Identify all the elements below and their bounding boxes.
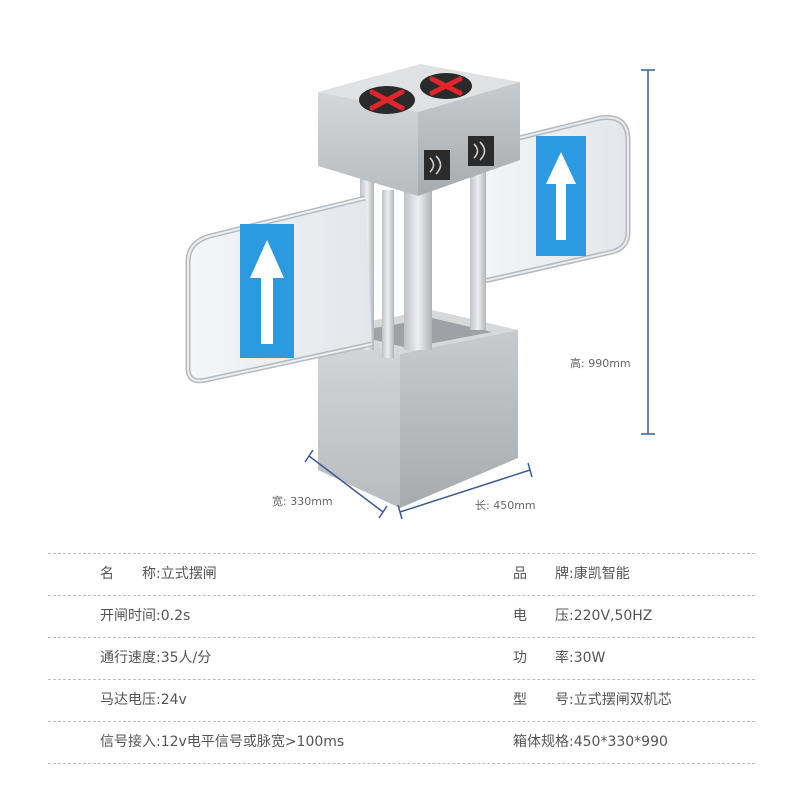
spec-label: 通行速度:	[100, 650, 161, 666]
up-arrow-icon	[250, 240, 284, 344]
length-label: 长: 450mm	[475, 499, 536, 512]
spec-value: 30W	[573, 650, 606, 666]
red-x-indicator-left	[359, 86, 415, 114]
turnstile-product-illustration: 高: 990mm 宽: 330mm 长: 450mm	[185, 64, 655, 520]
card-reader-icon	[468, 136, 494, 166]
spec-value: 24v	[160, 692, 187, 708]
spec-row: 信号接入:12v电平信号或脉宽>100ms 箱体规格:450*330*990	[48, 721, 755, 764]
card-reader-icon	[424, 150, 450, 180]
red-x-indicator-right	[420, 73, 472, 99]
spec-item-motor-voltage: 马达电压:24v	[100, 680, 187, 721]
width-label: 宽: 330mm	[272, 494, 333, 508]
spec-label: 功 率:	[513, 650, 574, 666]
spec-label: 名 称:	[100, 566, 161, 582]
spec-item-signal-input: 信号接入:12v电平信号或脉宽>100ms	[100, 722, 344, 763]
spec-label: 品 牌:	[513, 566, 574, 582]
height-dimension-line	[641, 69, 655, 435]
spec-label: 信号接入:	[100, 734, 161, 750]
spec-item-brand: 品 牌:康凯智能	[513, 554, 630, 595]
spec-item-model: 型 号:立式摆闸双机芯	[513, 680, 672, 721]
spec-value: 12v电平信号或脉宽>100ms	[160, 734, 345, 750]
spec-item-voltage: 电 压:220V,50HZ	[513, 596, 652, 637]
spec-label: 箱体规格:	[513, 734, 574, 750]
top-head-unit	[318, 64, 520, 196]
spec-row: 名 称:立式摆闸 品 牌:康凯智能	[48, 553, 755, 595]
spec-row: 马达电压:24v 型 号:立式摆闸双机芯	[48, 679, 755, 721]
spec-row: 通行速度:35人/分 功 率:30W	[48, 637, 755, 679]
spec-value: 康凯智能	[573, 566, 630, 582]
spec-value: 35人/分	[160, 650, 212, 666]
height-label: 高: 990mm	[570, 356, 631, 370]
spec-value: 220V,50HZ	[573, 608, 653, 624]
left-gate-wing	[185, 195, 373, 384]
spec-value: 立式摆闸双机芯	[573, 692, 672, 708]
spec-value: 0.2s	[160, 608, 191, 624]
width-dimension-line	[304, 449, 388, 519]
spec-label: 马达电压:	[100, 692, 161, 708]
spec-table: 名 称:立式摆闸 品 牌:康凯智能 开闸时间:0.2s 电 压:220V,50H…	[48, 553, 755, 764]
spec-item-pass-speed: 通行速度:35人/分	[100, 638, 211, 679]
spec-value: 450*330*990	[573, 734, 668, 750]
spec-item-power: 功 率:30W	[513, 638, 605, 679]
spec-label: 电 压:	[513, 608, 574, 624]
spec-label: 开闸时间:	[100, 608, 161, 624]
spec-value: 立式摆闸	[160, 566, 217, 582]
up-arrow-icon	[546, 152, 576, 240]
spec-item-cabinet-size: 箱体规格:450*330*990	[513, 722, 668, 763]
spec-label: 型 号:	[513, 692, 574, 708]
spec-item-open-time: 开闸时间:0.2s	[100, 596, 190, 637]
length-dimension-line	[397, 462, 533, 520]
spec-row: 开闸时间:0.2s 电 压:220V,50HZ	[48, 595, 755, 637]
spec-item-name: 名 称:立式摆闸	[100, 554, 217, 595]
